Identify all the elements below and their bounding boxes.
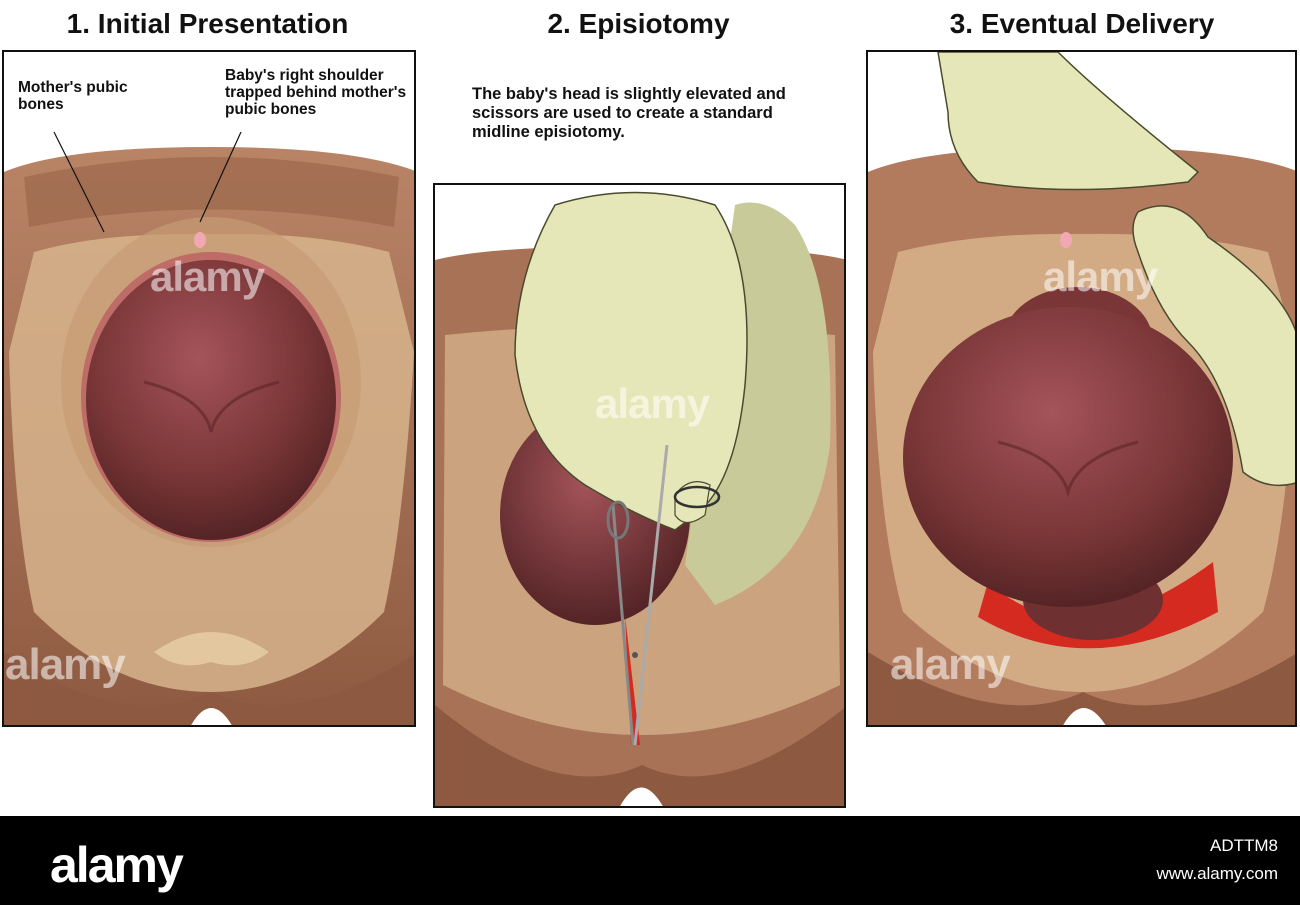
panel-2-episiotomy [433, 183, 846, 808]
pubic-bones-label: Mother's pubic bones [18, 79, 128, 113]
alamy-logo: alamy [50, 837, 184, 893]
site-url: www.alamy.com [1156, 864, 1278, 883]
image-id: ADTTM8 [1210, 836, 1278, 855]
panel-2-title: 2. Episiotomy [547, 8, 730, 39]
panel-3-title: 3. Eventual Delivery [949, 8, 1215, 39]
stock-footer-bar: alamy ADTTM8 www.alamy.com [0, 816, 1300, 905]
anatomy-illustration-2 [435, 191, 844, 806]
episiotomy-caption: The baby's head is slightly elevated and… [472, 85, 786, 141]
panel-1-title: 1. Initial Presentation [66, 8, 349, 39]
shoulder-label: Baby's right shoulder trapped behind mot… [225, 67, 407, 118]
panel-1-initial-presentation: Mother's pubic bones Baby's right should… [2, 50, 416, 727]
panel-3-eventual-delivery [866, 50, 1297, 727]
anatomy-illustration-3 [868, 52, 1295, 725]
anatomy-illustration-1 [4, 131, 414, 725]
